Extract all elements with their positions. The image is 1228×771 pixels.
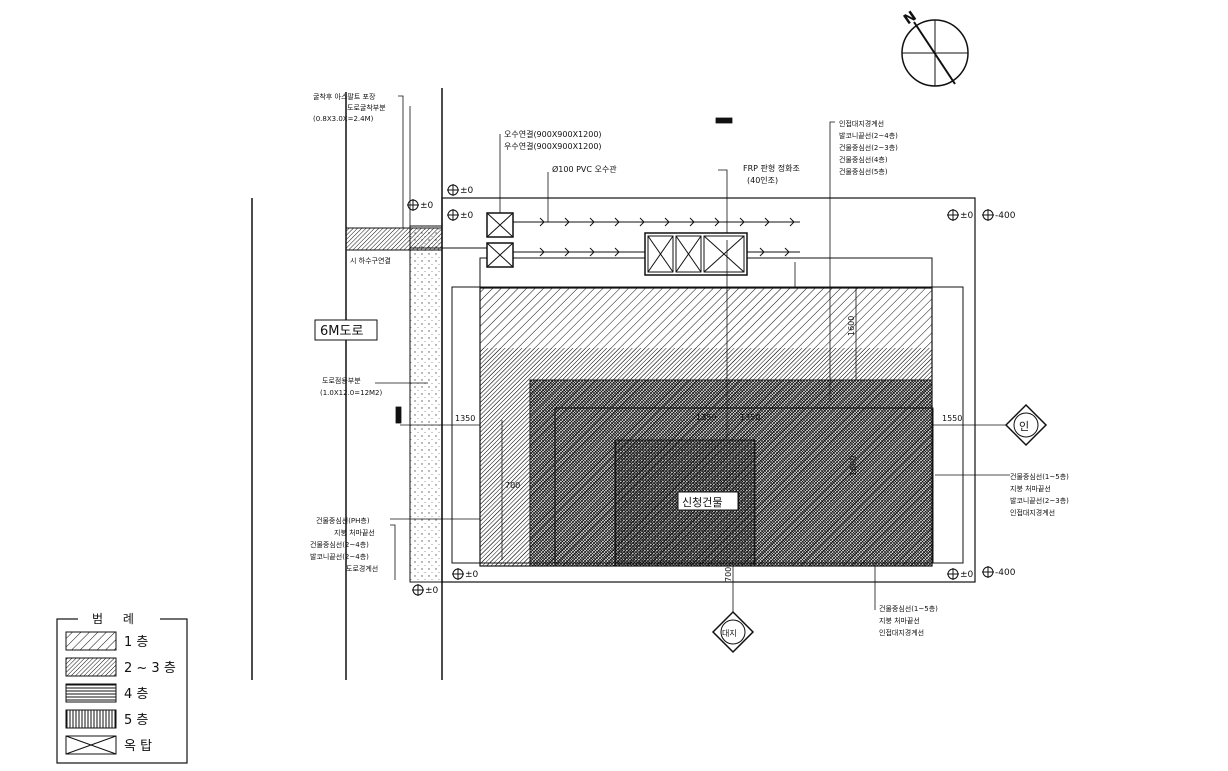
level-tl3: ±0	[460, 211, 474, 221]
note-right-2: 발코니끝선(2~4층)	[839, 131, 898, 140]
note-road-part-2: (1.0X12.0=12M2)	[320, 389, 383, 397]
left-notes: 굴착후 아스팔트 포장 도로굴착부분 (0.8X3.0X=2.4M) 시 하수구…	[310, 92, 391, 573]
note-tank-2: 우수연결(900X900X1200)	[504, 141, 602, 151]
legend-swatch-4	[65, 709, 117, 729]
north-arrow-icon: N	[901, 8, 969, 87]
note-b-3: 인접대지경계선	[879, 628, 924, 637]
note-road-part-1: 도로점용부분	[322, 377, 361, 385]
level-br2: -400	[995, 568, 1016, 578]
dim-right: 1550	[942, 414, 962, 423]
note-bottom-4: 발코니끝선(2~4층)	[310, 552, 369, 561]
note-b-1: 건물중심선(1~5층)	[879, 604, 938, 613]
note-bottom-3: 건물중심선(2~4층)	[310, 540, 369, 549]
building-label: 신청건물	[682, 496, 722, 509]
adjacent-right-label: 인	[1019, 420, 1029, 433]
road-name-box	[314, 319, 378, 341]
legend-label-2: 2 ~ 3 층	[124, 661, 176, 676]
level-tr1: ±0	[960, 211, 974, 221]
adjacent-marker-bottom: 대지	[711, 610, 755, 654]
note-right-4: 건물중심선(4층)	[839, 155, 888, 164]
note-bottom-2: 지붕 처마끝선	[334, 528, 375, 537]
note-bottom-5: 도로경계선	[346, 564, 378, 573]
dim-bottom: 700	[724, 567, 733, 582]
adjacent-marker-right: 인	[1004, 403, 1048, 447]
dim-top-vertical: 1600	[847, 316, 856, 336]
legend-label-5: 옥 탑	[124, 739, 152, 754]
note-sewer: 시 하수구연결	[350, 256, 391, 265]
building-centerline	[554, 407, 934, 564]
legend-swatch-1	[65, 631, 117, 651]
level-tl1: ±0	[460, 186, 474, 196]
bottom-notes: 건물중심선(1~5층) 지붕 처마끝선 인접대지경계선	[879, 604, 938, 637]
legend-swatch-2	[65, 657, 117, 677]
legend-label-4: 5 층	[124, 713, 148, 728]
legend: 범 례 1 층 2 ~ 3 층 4 층 5 층 옥 탑	[56, 612, 188, 764]
adjacent-bottom-label: 대지	[722, 629, 737, 638]
legend-title: 범 례	[92, 612, 142, 626]
note-paving-2: 도로굴착부분	[347, 104, 386, 112]
level-bl2: ±0	[425, 586, 439, 596]
level-tl2: ±0	[420, 201, 434, 211]
top-notes: 오수연결(900X900X1200) 우수연결(900X900X1200) Ø1…	[504, 119, 898, 185]
manhole-boxes	[486, 212, 514, 268]
note-r-4: 인접대지경계선	[1010, 508, 1055, 517]
level-br1: ±0	[960, 570, 974, 580]
right-notes: 건물중심선(1~5층) 지붕 처마끝선 발코니끝선(2~3층) 인접대지경계선	[1010, 472, 1069, 517]
dim-inner-left: 700	[505, 481, 520, 490]
level-tr2: -400	[995, 211, 1016, 221]
legend-cross-icon	[65, 735, 117, 755]
rooftop-structure	[479, 232, 933, 289]
dim-center-b: 1350	[740, 413, 760, 422]
note-b-2: 지붕 처마끝선	[879, 616, 920, 625]
note-paving-1: 굴착후 아스팔트 포장	[313, 92, 376, 101]
dim-center-a: 1350	[696, 413, 716, 422]
site-boundary	[441, 197, 976, 583]
legend-swatch-3	[65, 683, 117, 703]
note-right-1: 인접대지경계선	[839, 119, 884, 128]
note-right-3: 건물중심선(2~3층)	[839, 143, 898, 152]
dim-mid-vertical: 1800	[849, 456, 858, 476]
note-frp-2: (40인조)	[747, 175, 778, 185]
note-pipe: Ø100 PVC 오수관	[552, 164, 617, 174]
note-bottom-1: 건물중심선(PH층)	[316, 516, 370, 525]
road-occupation-area	[409, 225, 443, 583]
note-r-2: 지붕 처마끝선	[1010, 484, 1051, 493]
note-paving-3: (0.8X3.0X=2.4M)	[313, 115, 374, 123]
legend-label-3: 4 층	[124, 687, 148, 702]
legend-label-1: 1 층	[124, 635, 148, 650]
note-r-1: 건물중심선(1~5층)	[1010, 472, 1069, 481]
note-r-3: 발코니끝선(2~3층)	[1010, 496, 1069, 505]
level-markers: ±0 ±0 ±0 ±0 -400 ±0 ±0 ±0 -400	[407, 184, 1016, 596]
note-tank-1: 오수연결(900X900X1200)	[504, 129, 602, 139]
pipe-lines	[410, 217, 800, 257]
level-bl1: ±0	[465, 570, 479, 580]
road-excavation-area	[345, 227, 443, 251]
dim-left: 1350	[455, 414, 475, 423]
note-right-5: 건물중심선(5층)	[839, 167, 888, 176]
road-name: 6M도로	[320, 324, 363, 339]
note-frp-1: FRP 판형 정화조	[743, 163, 800, 173]
dimension-lines	[395, 117, 1000, 566]
building-label-box	[677, 491, 739, 511]
